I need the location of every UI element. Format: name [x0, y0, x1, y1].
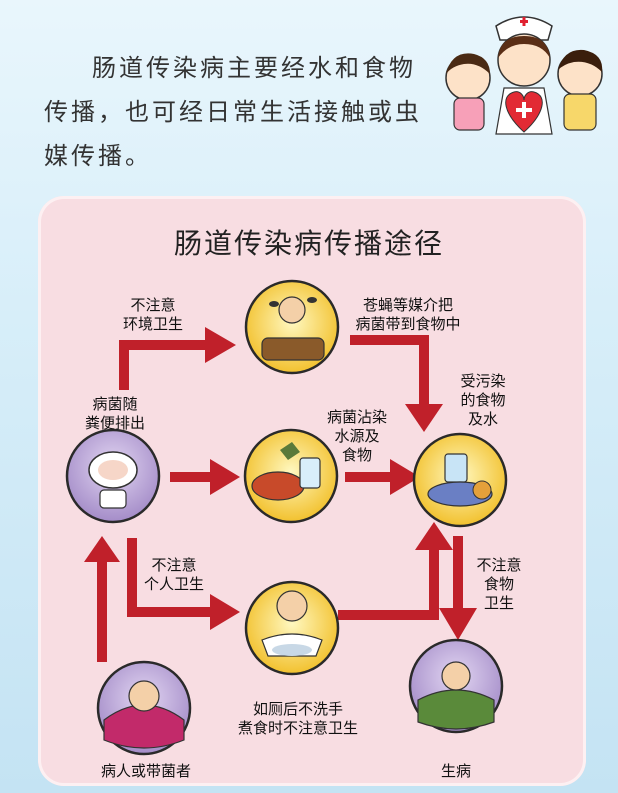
label-env-hygiene: 不注意 环境卫生	[122, 296, 183, 333]
right-child	[557, 49, 603, 131]
arrow-flies	[350, 335, 429, 405]
arrow-toilet-wash	[338, 548, 439, 620]
label-sick: 生病	[440, 762, 471, 780]
label-personal-hygiene: 不注意 个人卫生	[143, 556, 204, 593]
diagram-title: 肠道传染病传播途径	[173, 227, 444, 260]
intro-paragraph: 肠道传染病主要经水和食物传播，也可经日常生活接触或虫媒传播。	[44, 54, 422, 170]
flies-on-food-illustration	[244, 279, 340, 375]
sick-person-illustration	[408, 638, 504, 734]
arrow-personal-hygiene	[127, 538, 212, 617]
label-toilet-wash: 如厕后不洗手 煮食时不注意卫生	[237, 700, 358, 737]
arrow-heads	[84, 327, 477, 640]
label-flies: 苍蝇等媒介把 病菌带到食物中	[355, 296, 461, 333]
arrows	[97, 335, 463, 662]
label-excretion: 病菌随 粪便排出	[84, 395, 145, 432]
label-contaminated: 受污染 的食物 及水	[460, 372, 506, 428]
label-water-source: 病菌沾染 水源及 食物	[326, 408, 387, 464]
label-food-hygiene: 不注意 食物 卫生	[476, 556, 522, 612]
label-patient: 病人或带菌者	[100, 762, 191, 780]
nurse	[495, 16, 553, 135]
patient-illustration	[96, 660, 192, 756]
left-child	[445, 53, 491, 131]
arrow-env-hygiene	[119, 340, 205, 390]
toilet-illustration	[65, 428, 161, 524]
eating-illustration	[244, 580, 340, 676]
nurse-children-illustration	[445, 16, 603, 135]
food-and-water-illustration	[243, 428, 339, 524]
contaminated-food-illustration	[412, 432, 508, 528]
